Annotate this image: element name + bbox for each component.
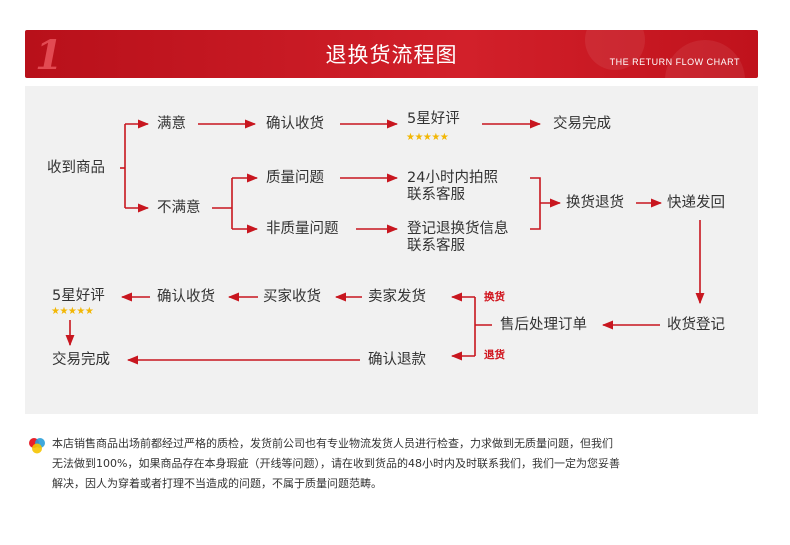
node-non-quality-issue: 非质量问题 xyxy=(266,221,339,238)
node-confirm-receipt-2: 确认收货 xyxy=(157,289,215,306)
node-register-info-line2: 联系客服 xyxy=(407,238,465,255)
footer-line: 本店销售商品出场前都经过严格的质检，发货前公司也有专业物流发货人员进行检查，力求… xyxy=(52,434,752,454)
node-seller-ship: 卖家发货 xyxy=(368,289,426,306)
node-register-info-line1: 登记退换货信息 xyxy=(407,221,509,238)
node-photo-24h-line1: 24小时内拍照 xyxy=(407,170,498,187)
node-aftersale-process: 售后处理订单 xyxy=(500,317,587,334)
rating-stars: ★★★★★ xyxy=(406,133,448,143)
node-five-star-review: 5星好评 xyxy=(407,111,460,128)
node-express-back: 快递发回 xyxy=(667,195,725,212)
node-confirm-refund: 确认退款 xyxy=(368,352,426,369)
label-refund: 退货 xyxy=(484,347,505,362)
node-quality-issue: 质量问题 xyxy=(266,170,324,187)
node-deal-complete-2: 交易完成 xyxy=(52,352,110,369)
footer-line: 无法做到100%，如果商品存在本身瑕疵（开线等问题），请在收到货品的48小时内及… xyxy=(52,454,752,474)
node-exchange-return: 换货退货 xyxy=(566,195,624,212)
node-confirm-receipt: 确认收货 xyxy=(266,116,324,133)
node-receive-goods: 收到商品 xyxy=(47,160,105,177)
node-five-star-review-2: 5星好评 xyxy=(52,288,105,305)
colorful-dots-icon xyxy=(27,436,47,456)
node-photo-24h-line2: 联系客服 xyxy=(407,187,465,204)
node-buyer-receive: 买家收货 xyxy=(263,289,321,306)
footer-line: 解决，因人为穿着或者打理不当造成的问题，不属于质量问题范畴。 xyxy=(52,474,752,494)
rating-stars-2: ★★★★★ xyxy=(51,307,93,317)
node-receive-register: 收货登记 xyxy=(667,317,725,334)
footer-note: 本店销售商品出场前都经过严格的质检，发货前公司也有专业物流发货人员进行检查，力求… xyxy=(52,434,752,494)
node-unsatisfied: 不满意 xyxy=(157,200,201,217)
node-deal-complete: 交易完成 xyxy=(553,116,611,133)
node-satisfied: 满意 xyxy=(157,116,186,133)
label-exchange: 换货 xyxy=(484,289,505,304)
merge-bracket xyxy=(530,178,540,229)
